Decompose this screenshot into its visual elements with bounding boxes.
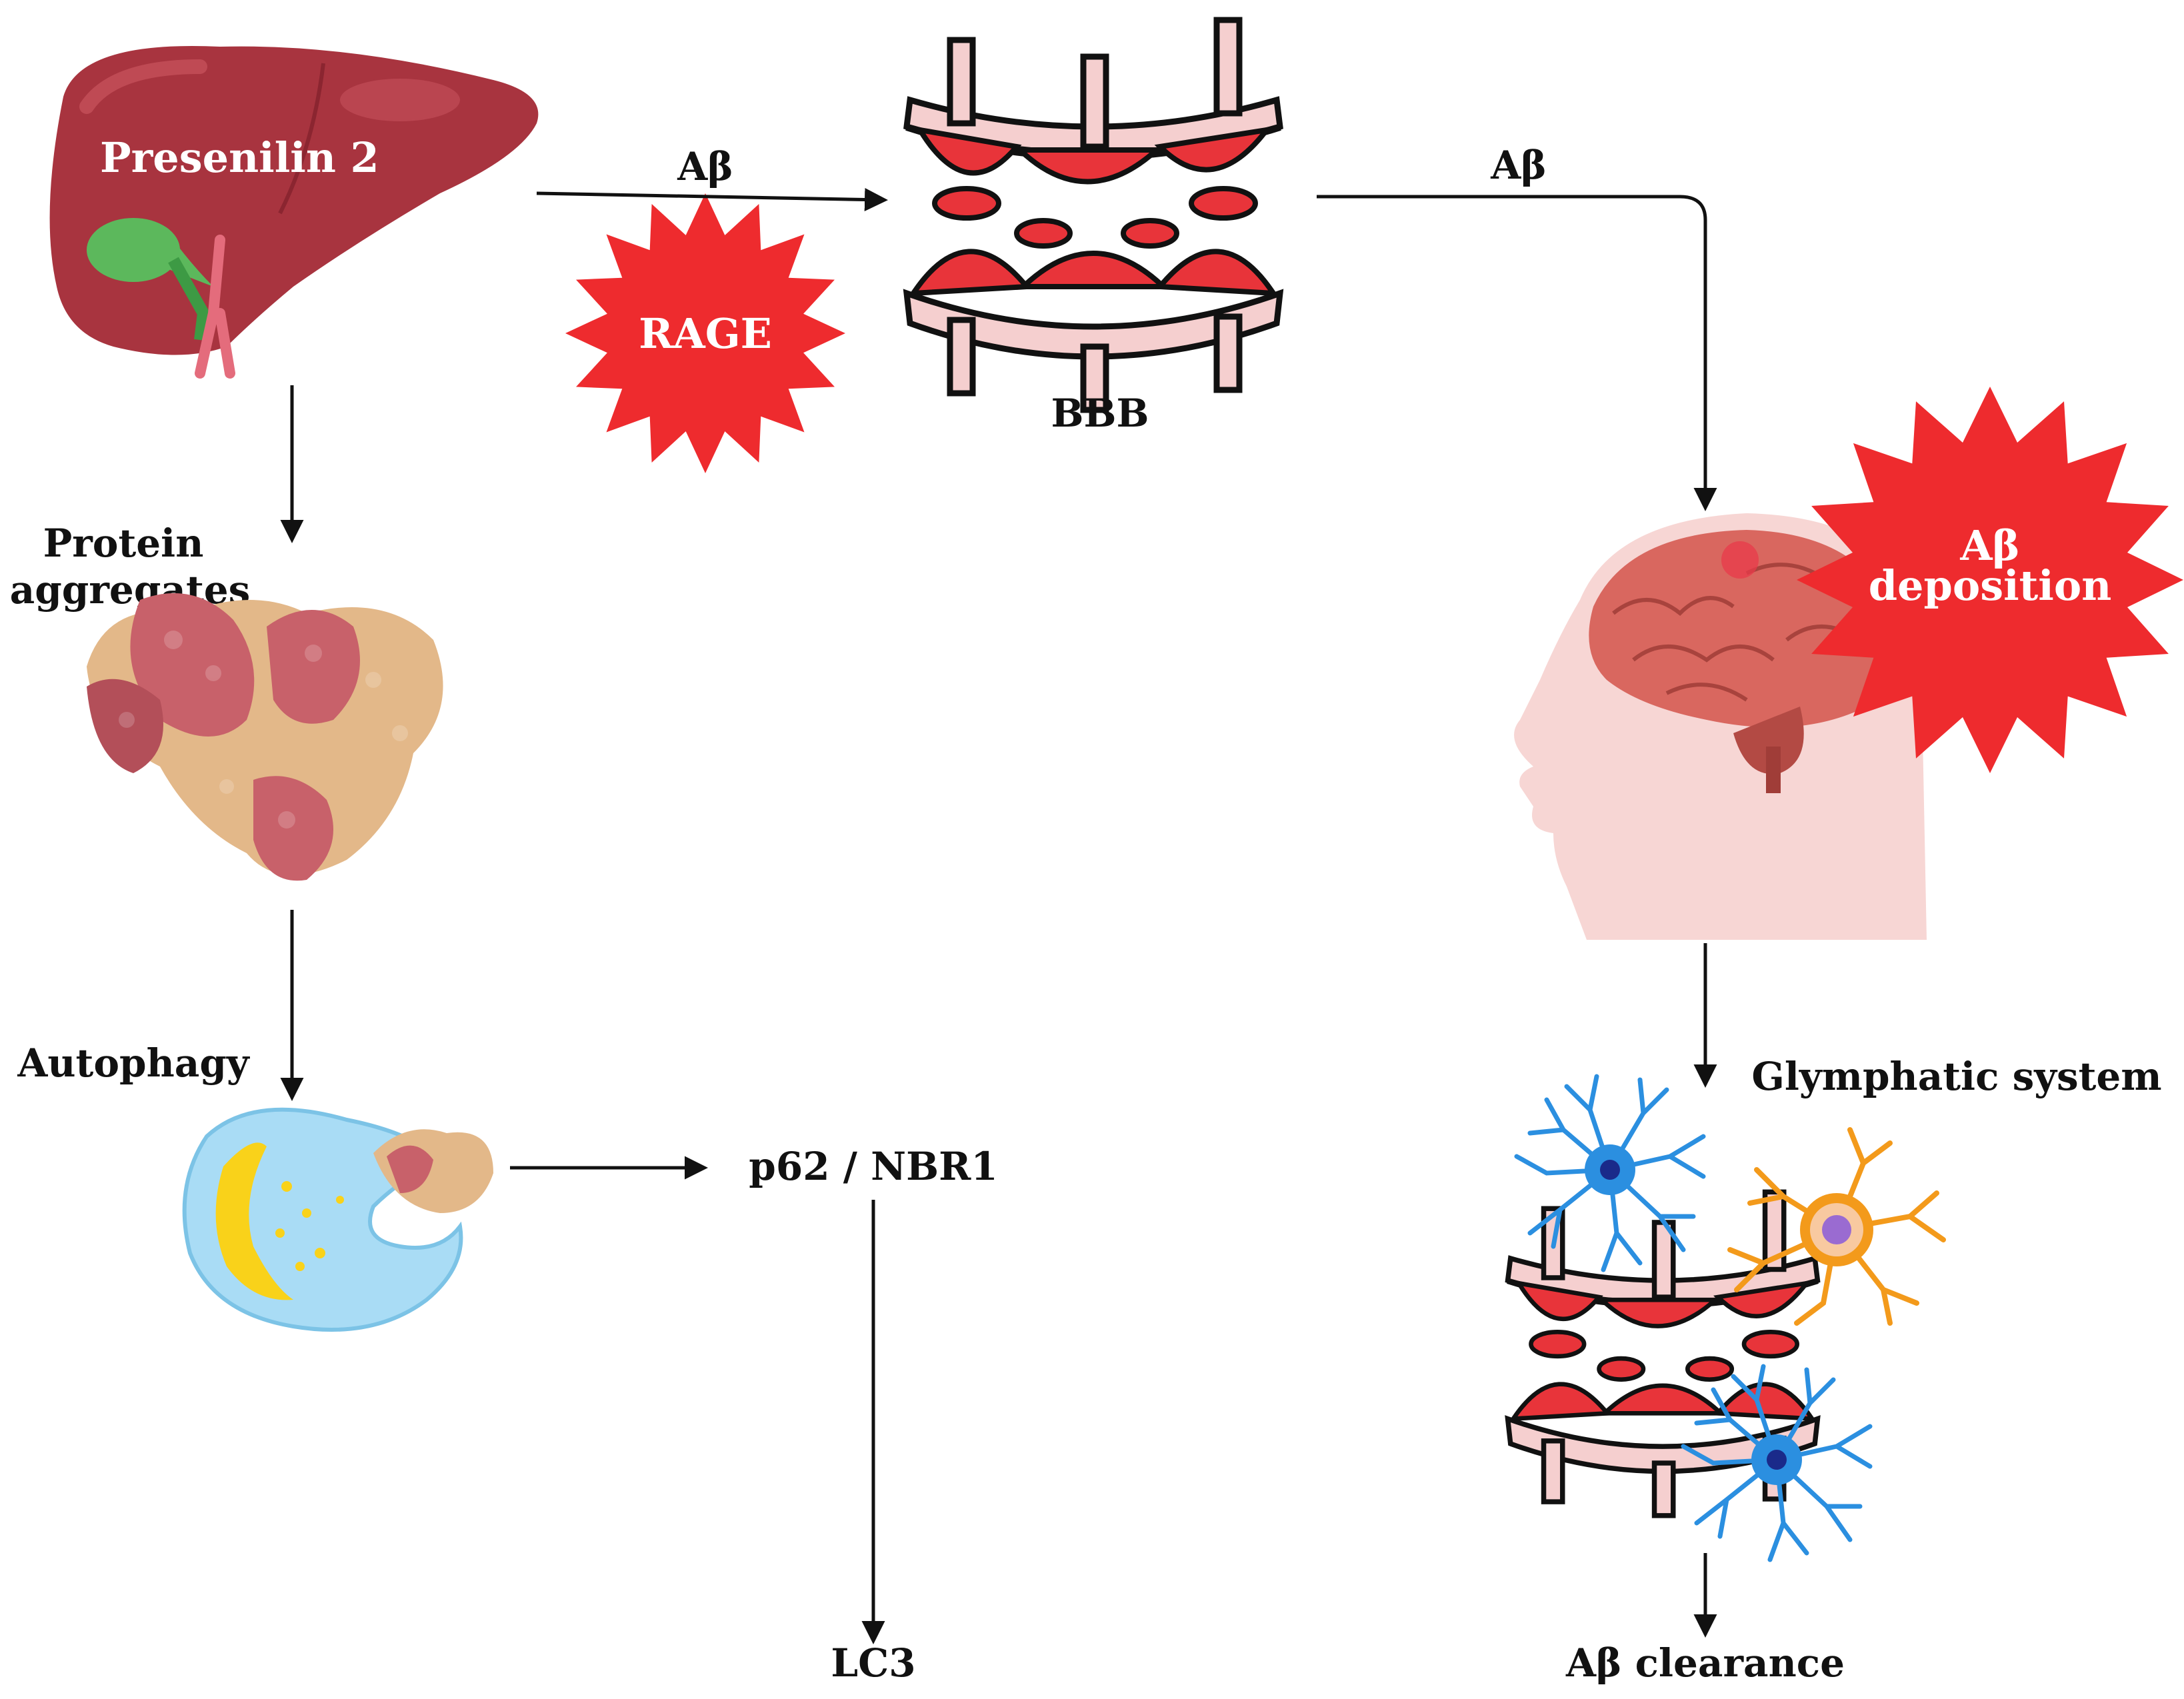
rage-burst: RAGE xyxy=(565,193,845,473)
abeta-left-label: Aβ xyxy=(677,144,733,189)
protein-label-line1: Protein xyxy=(43,521,204,566)
presenilin-label: Presenilin 2 xyxy=(100,133,379,182)
bbb-label: BBB xyxy=(1051,391,1149,436)
astrocyte-orange-icon xyxy=(1727,1127,1946,1326)
deposition-label-line1: Aβ xyxy=(1959,521,2019,570)
bbb-icon xyxy=(907,20,1280,410)
clearance-label: Aβ clearance xyxy=(1565,1640,1845,1686)
rage-label: RAGE xyxy=(639,309,772,358)
deposition-label-line2: deposition xyxy=(1869,561,2112,610)
autophagy-cell-icon xyxy=(182,1107,493,1332)
p62-label: p62 / NBR1 xyxy=(749,1144,997,1189)
glymphatic-label: Glymphatic system xyxy=(1751,1054,2161,1099)
lc3-label: LC3 xyxy=(831,1640,915,1686)
abeta-deposition-burst: Aβ deposition xyxy=(1797,387,2183,773)
autophagy-label: Autophagy xyxy=(17,1040,251,1086)
protein-aggregate-icon xyxy=(87,593,443,881)
abeta-right-label: Aβ xyxy=(1490,143,1547,188)
arrow-bbb-to-brain xyxy=(1317,195,1717,511)
glymphatic-vessel-astrocytes-icon xyxy=(1508,1076,1946,1560)
liver-illustration: Presenilin 2 xyxy=(49,45,539,379)
arrow-liver-to-bbb xyxy=(536,187,888,211)
